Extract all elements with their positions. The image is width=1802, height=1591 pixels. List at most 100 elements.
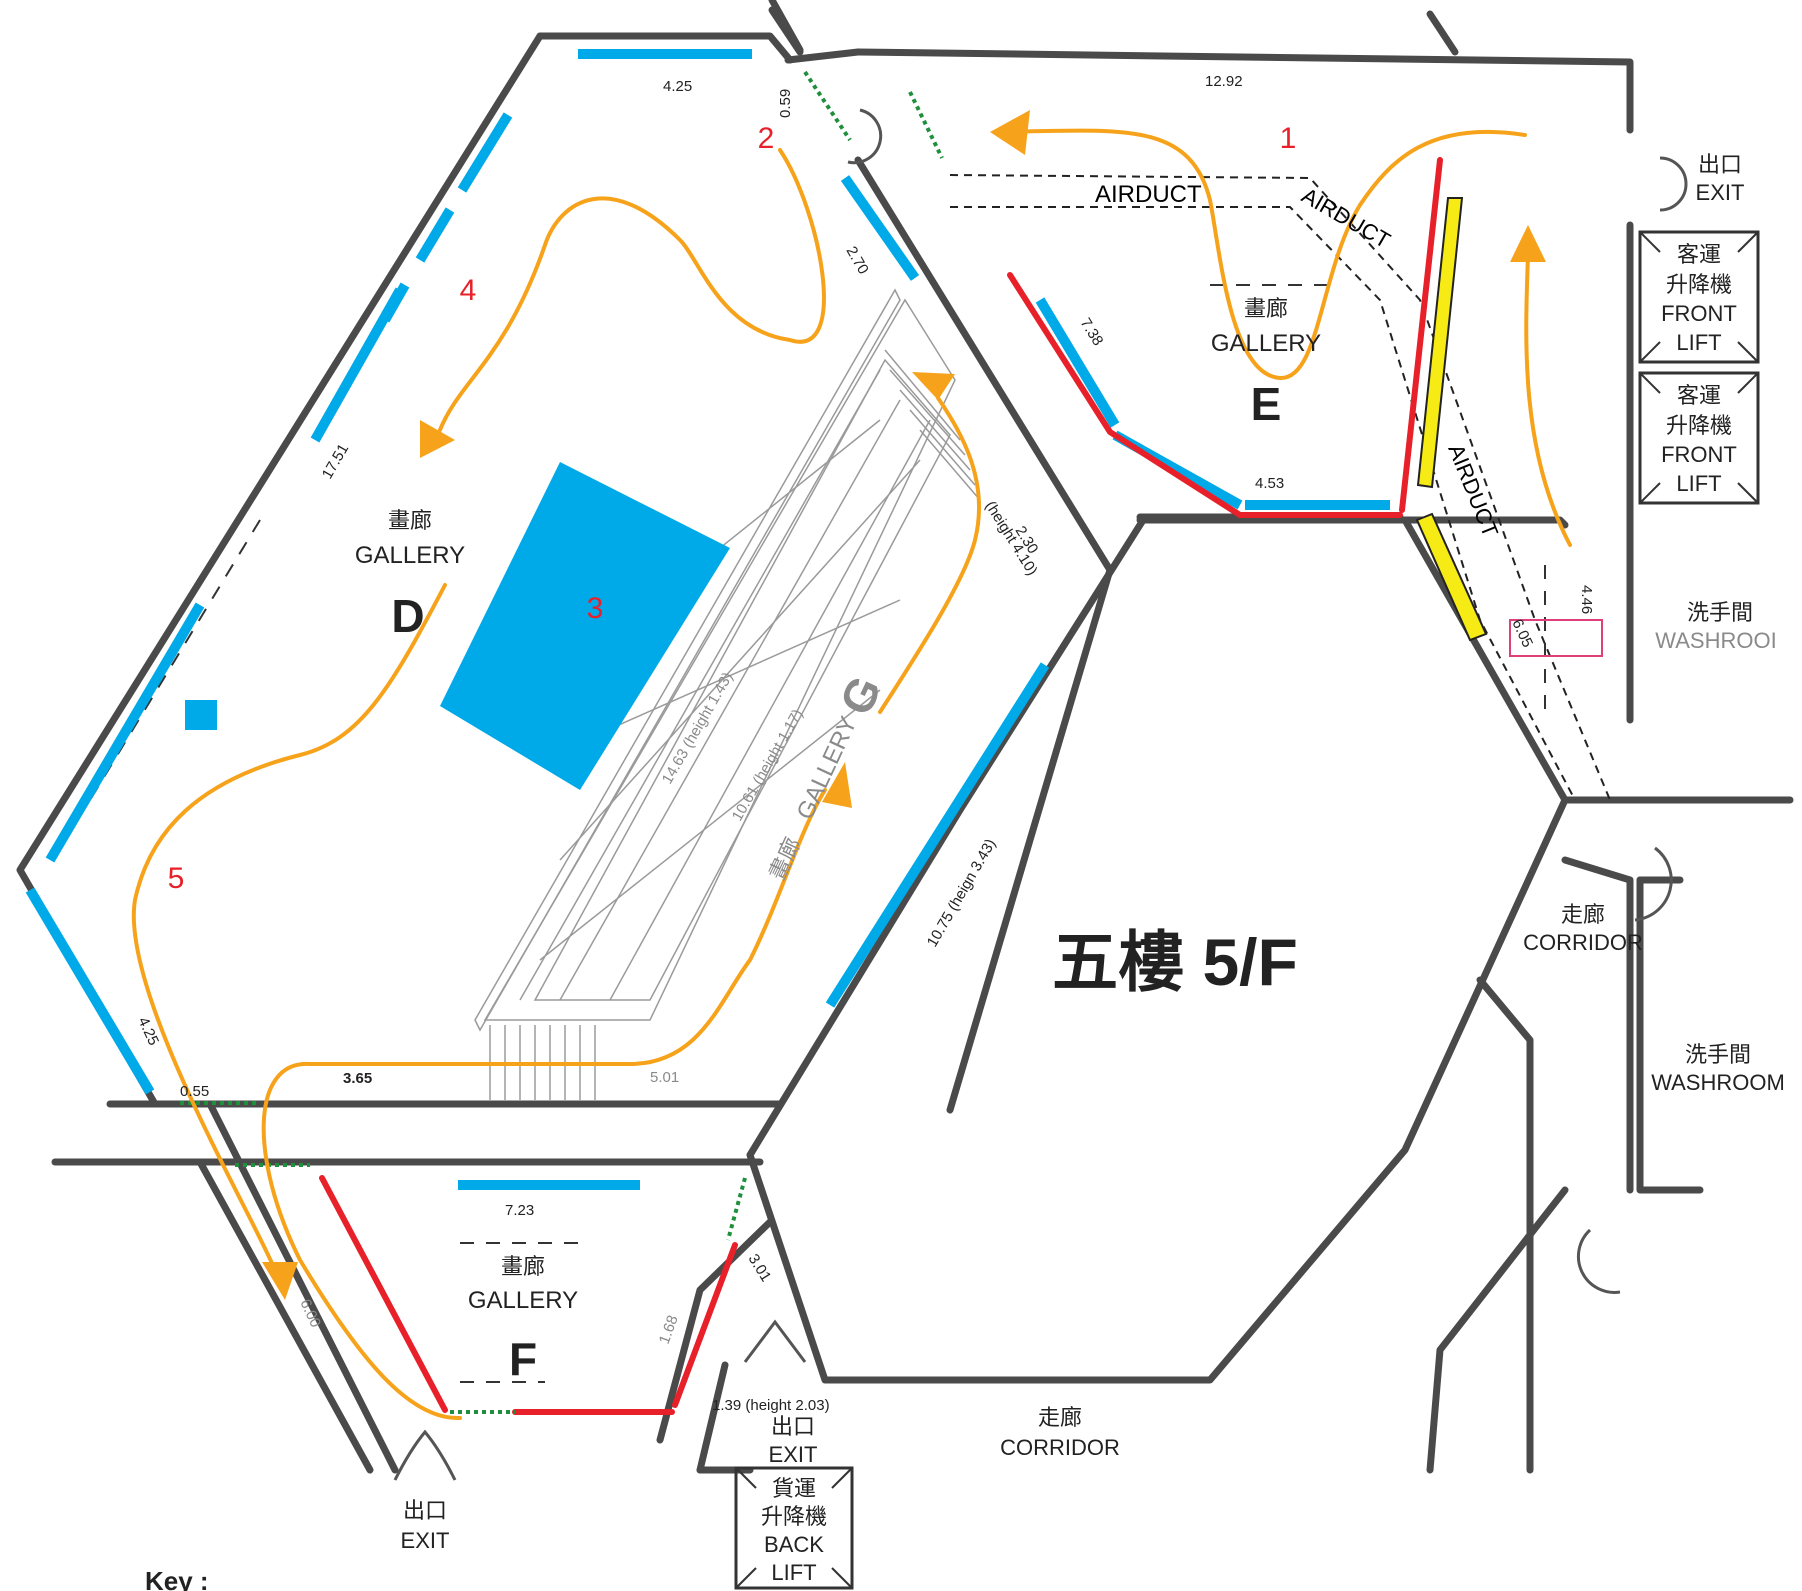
washroom-top-en: WASHROOI bbox=[1655, 628, 1776, 653]
exit-top-right-en: EXIT bbox=[1696, 180, 1745, 205]
back-lift-en-b: LIFT bbox=[771, 1560, 816, 1585]
gallery-e-letter: E bbox=[1251, 378, 1282, 430]
dim-3-01: 3.01 bbox=[745, 1251, 775, 1285]
front-lift-2-cn-a: 客運 bbox=[1677, 383, 1721, 408]
route-arrowhead-4 bbox=[262, 1262, 298, 1300]
back-lift-cn-a: 貨運 bbox=[772, 1476, 816, 1501]
washroom-bottom-en: WASHROOM bbox=[1651, 1070, 1785, 1095]
blue-installation-3 bbox=[440, 462, 730, 790]
front-lift-1-en-a: FRONT bbox=[1661, 301, 1737, 326]
back-lift-en-a: BACK bbox=[764, 1532, 824, 1557]
front-lift-1-cn-a: 客運 bbox=[1677, 242, 1721, 267]
back-lift-cn-b: 升降機 bbox=[761, 1504, 827, 1529]
front-lift-1 bbox=[1638, 230, 1760, 364]
dim-2-70: 2.70 bbox=[843, 244, 872, 278]
route-number-5: 5 bbox=[168, 862, 185, 895]
front-lift-2 bbox=[1638, 371, 1760, 505]
dim-1-39: 1.39 (height 2.03) bbox=[712, 1397, 830, 1414]
gallery-g-en: GALLERY bbox=[792, 712, 863, 823]
blue-panels bbox=[25, 49, 1390, 1190]
gallery-d-cn: 畫廊 bbox=[388, 508, 432, 533]
front-lift-2-label: 客運 升降機 FRONT LIFT bbox=[1661, 383, 1737, 496]
dim-5-01: 5.01 bbox=[650, 1069, 679, 1086]
dim-6-05: 6.05 bbox=[1508, 617, 1536, 651]
washroom-bottom: 洗手間 WASHROOM bbox=[1651, 1042, 1785, 1095]
route-d-loop bbox=[438, 148, 826, 432]
route-number-1: 1 bbox=[1280, 122, 1297, 155]
walls bbox=[16, 0, 1794, 1474]
route-e-loop bbox=[998, 128, 1527, 381]
highlight-box bbox=[1509, 619, 1603, 657]
route-f-to-g bbox=[261, 788, 827, 1421]
route-e-right bbox=[1524, 253, 1572, 547]
front-lift-1-label: 客運 升降機 FRONT LIFT bbox=[1661, 242, 1737, 355]
route-g-up bbox=[878, 396, 981, 714]
corridor-bottom-cn: 走廊 bbox=[1038, 1405, 1082, 1430]
airduct-label-1: AIRDUCT bbox=[1095, 181, 1202, 208]
dim-4-25-top: 4.25 bbox=[663, 78, 692, 95]
gallery-f-en: GALLERY bbox=[468, 1287, 578, 1314]
gallery-f-cn: 畫廊 bbox=[501, 1254, 545, 1279]
airduct-label-2: AIRDUCT bbox=[1298, 183, 1395, 254]
dim-0-59: 0.59 bbox=[777, 89, 794, 118]
small-blue-block bbox=[185, 700, 217, 730]
route-arrowhead-6 bbox=[912, 372, 955, 400]
exit-bottom-left-cn: 出口 bbox=[403, 1498, 447, 1523]
gallery-g-ramp bbox=[474, 288, 981, 1100]
route-arrowhead-2 bbox=[1510, 225, 1546, 262]
dim-3-65: 3.65 bbox=[343, 1070, 372, 1087]
dim-0-55: 0.55 bbox=[180, 1083, 209, 1100]
corridor-bottom-en: CORRIDOR bbox=[1000, 1435, 1120, 1460]
dim-7-38: 7.38 bbox=[1077, 315, 1107, 349]
dim-4-53: 4.53 bbox=[1255, 475, 1284, 492]
dim-12-92: 12.92 bbox=[1205, 73, 1243, 90]
front-lift-2-en-a: FRONT bbox=[1661, 442, 1737, 467]
dim-7-23: 7.23 bbox=[505, 1202, 534, 1219]
dim-14-63: 14.63 (height 1.43) bbox=[659, 669, 737, 787]
floor-label: 五樓 5/F bbox=[1052, 925, 1298, 999]
front-lift-1-en-b: LIFT bbox=[1676, 330, 1721, 355]
route-arrowhead-1 bbox=[990, 110, 1030, 155]
exit-top-right: 出口 EXIT bbox=[1696, 152, 1745, 205]
washroom-top: 洗手間 WASHROOI bbox=[1655, 600, 1776, 653]
exit-bottom-mid: 出口 EXIT bbox=[769, 1414, 818, 1467]
exit-bottom-left-en: EXIT bbox=[401, 1528, 450, 1553]
visitor-route bbox=[131, 110, 1572, 1421]
airducts bbox=[949, 174, 1611, 801]
back-lift bbox=[734, 1466, 854, 1590]
gallery-d-en: GALLERY bbox=[355, 542, 465, 569]
route-arrowhead-5 bbox=[822, 762, 852, 808]
gallery-g-label: 畫廊 GALLERY G bbox=[764, 668, 891, 884]
exit-bottom-left: 出口 EXIT bbox=[401, 1498, 450, 1553]
route-number-4: 4 bbox=[460, 274, 477, 307]
dim-17-51: 17.51 bbox=[319, 441, 352, 482]
gallery-f-label: 畫廊 GALLERY F bbox=[468, 1254, 578, 1385]
red-panels bbox=[319, 157, 1443, 1415]
front-lift-1-cn-b: 升降機 bbox=[1666, 272, 1732, 297]
washroom-bottom-cn: 洗手間 bbox=[1685, 1042, 1751, 1067]
front-lift-2-cn-b: 升降機 bbox=[1666, 413, 1732, 438]
green-openings bbox=[180, 70, 944, 1414]
gallery-e-label: 畫廊 GALLERY E bbox=[1211, 296, 1321, 430]
airduct-label-3: AIRDUCT bbox=[1443, 441, 1503, 541]
corridor-right-en: CORRIDOR bbox=[1523, 930, 1643, 955]
exit-bottom-mid-en: EXIT bbox=[769, 1442, 818, 1467]
exit-bottom-mid-cn: 出口 bbox=[771, 1414, 815, 1439]
route-number-3: 3 bbox=[587, 592, 604, 625]
yellow-panels bbox=[1415, 197, 1488, 642]
dim-4-46: 4.46 bbox=[1578, 585, 1595, 614]
gallery-f-letter: F bbox=[509, 1333, 537, 1385]
gallery-d-letter: D bbox=[391, 590, 424, 642]
gallery-d-label: 畫廊 GALLERY D bbox=[355, 508, 465, 642]
gallery-e-en: GALLERY bbox=[1211, 330, 1321, 357]
stairs-top bbox=[884, 349, 981, 501]
dimensions: 4.25 0.59 12.92 2.70 7.38 4.53 17.51 2.3… bbox=[134, 73, 1595, 1414]
dim-1-68: 1.68 bbox=[656, 1313, 682, 1346]
doors bbox=[393, 108, 1688, 1481]
gallery-e-cn: 畫廊 bbox=[1244, 296, 1288, 321]
key-label: Key : bbox=[145, 1566, 209, 1591]
route-arrowhead-3 bbox=[420, 420, 455, 458]
route-numbers: 1 2 3 4 5 bbox=[168, 122, 1297, 895]
back-lift-label: 貨運 升降機 BACK LIFT bbox=[761, 1476, 827, 1585]
